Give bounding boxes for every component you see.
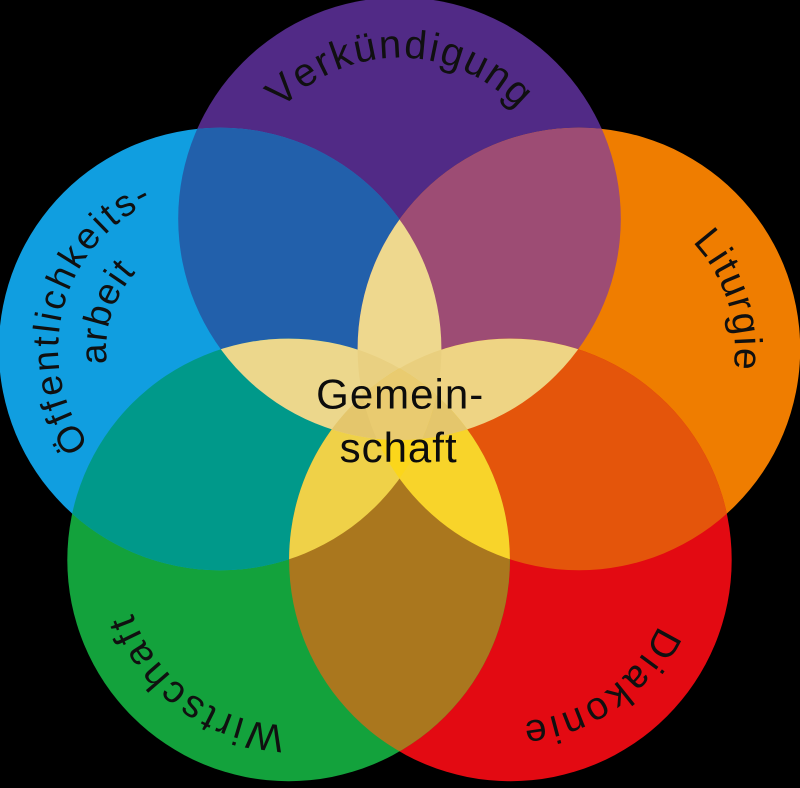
svg-text:i: i [726,336,769,347]
svg-text:e: e [725,347,769,371]
svg-text:r: r [73,326,115,343]
svg-text:schaft: schaft [340,424,458,471]
svg-text:Gemein-: Gemein- [316,371,484,418]
svg-text:t: t [25,335,66,348]
svg-text:d: d [403,23,429,69]
svg-text:W: W [244,712,286,760]
svg-text:a: a [73,342,115,365]
svg-text:n: n [25,350,67,373]
svg-text:n: n [378,22,403,67]
